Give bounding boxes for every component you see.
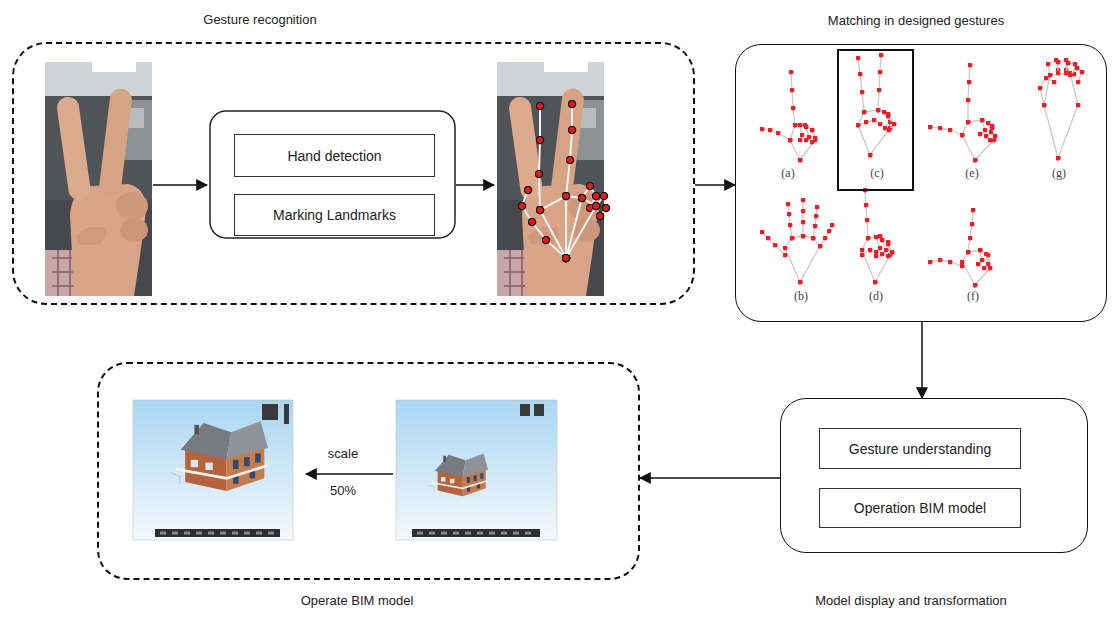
- gesture-tag: (b): [786, 288, 816, 304]
- box-text: Gesture understanding: [849, 441, 991, 457]
- flow-arrow: [695, 184, 735, 186]
- box-text: Marking Landmarks: [273, 207, 396, 223]
- scale-arrow: [306, 473, 393, 475]
- gesture-tag: (d): [861, 288, 891, 304]
- flow-arrow: [921, 322, 923, 398]
- process-box: Hand detection: [234, 134, 435, 177]
- processing-frame: [153, 111, 494, 238]
- gesture-tag: (f): [958, 288, 988, 304]
- flow-arrow: [640, 477, 780, 479]
- scale-label: scale: [326, 446, 360, 462]
- gesture-tag: (e): [957, 165, 987, 181]
- panel-heading: Matching in designed gestures: [796, 13, 1036, 29]
- selection-highlight: [838, 50, 913, 190]
- bim-view-large: [133, 400, 293, 540]
- process-box: Operation BIM model: [819, 488, 1021, 528]
- gesture-skeletons: [762, 55, 1082, 285]
- process-box: Gesture understanding: [819, 428, 1021, 469]
- box-text: Operation BIM model: [854, 500, 986, 516]
- region-heading: Operate BIM model: [257, 593, 457, 609]
- hand-photo: [45, 62, 152, 296]
- process-panel: Model display and transformationGesture …: [780, 398, 1088, 553]
- landmark-photo: [497, 62, 606, 296]
- region-heading: Gesture recognition: [150, 12, 370, 28]
- gesture-tag: (a): [773, 165, 803, 181]
- percent-label: 50%: [328, 483, 358, 499]
- box-text: Hand detection: [287, 148, 381, 164]
- dashed-region: Operate BIM model: [97, 362, 640, 580]
- dashed-region: Gesture recognitionHand detectionMarking…: [12, 42, 695, 305]
- gesture-tag: (g): [1044, 165, 1074, 181]
- bim-view-small: [396, 400, 557, 540]
- process-box: Marking Landmarks: [234, 194, 435, 236]
- gesture-panel: Matching in designed gestures(a)(c)(e)(g…: [735, 44, 1107, 322]
- gesture-tag: (c): [862, 165, 892, 181]
- panel-heading: Model display and transformation: [781, 593, 1041, 609]
